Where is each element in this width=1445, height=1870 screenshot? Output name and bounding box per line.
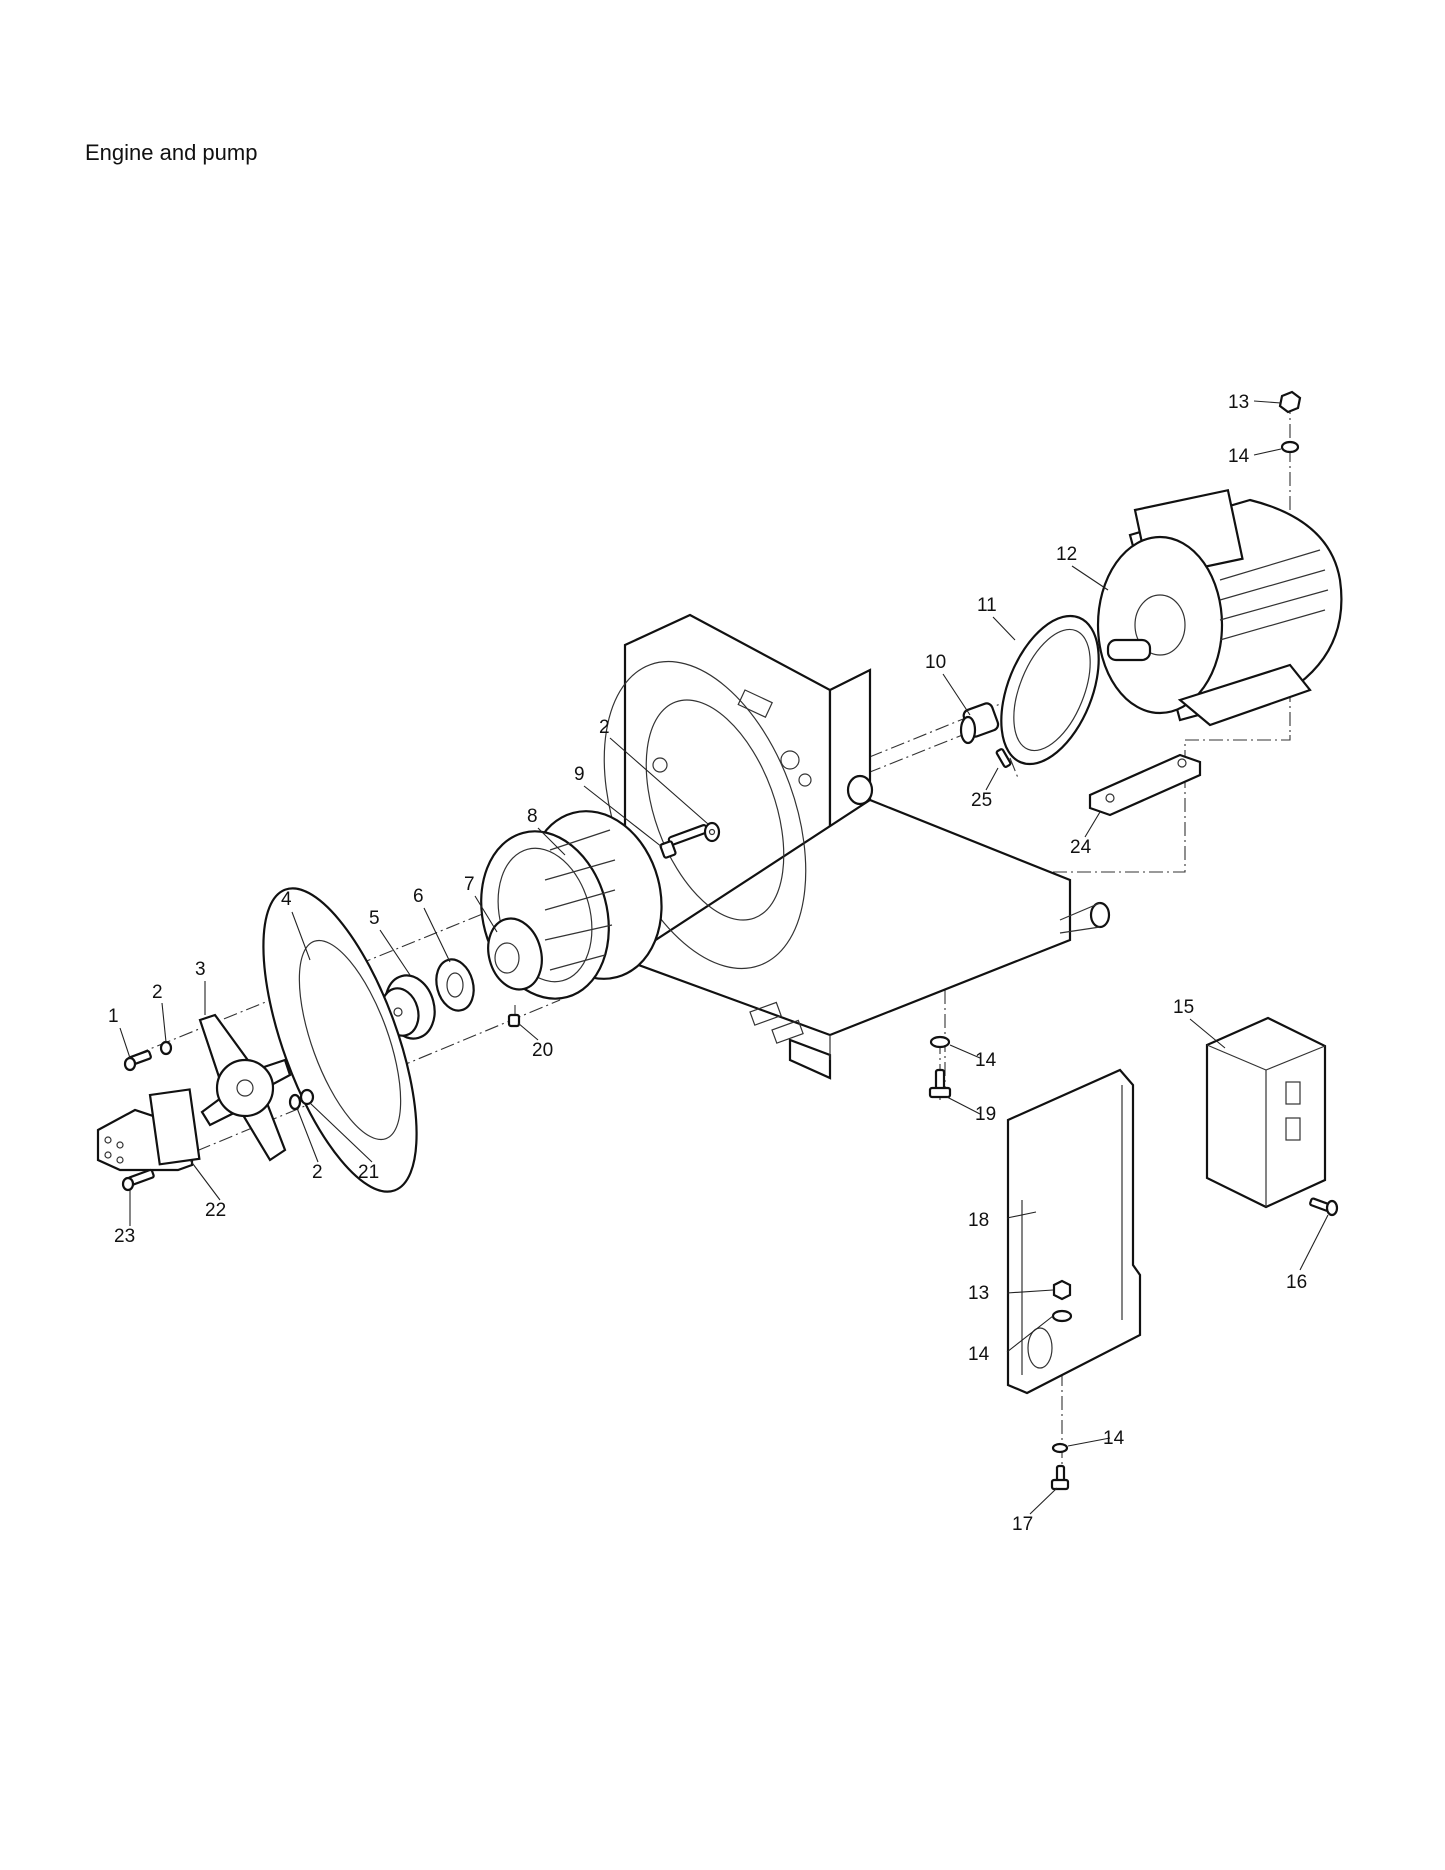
callout-23: 23	[114, 1226, 135, 1247]
part-14-washer-top	[1280, 440, 1300, 454]
part-2-washer-c	[288, 1093, 302, 1111]
part-1-cap-screw	[123, 1049, 152, 1072]
part-13-nut-panel	[1052, 1279, 1072, 1301]
part-22-hydraulic-pump	[96, 1088, 201, 1172]
part-12-electric-motor	[1096, 488, 1343, 727]
part-14-washer-b	[929, 1035, 951, 1049]
callout-8: 8	[527, 806, 538, 827]
part-25-pin	[995, 748, 1012, 768]
callout-25: 25	[971, 790, 992, 811]
part-20-set-screw	[507, 1013, 521, 1028]
callout-13a: 13	[1228, 392, 1249, 413]
page-title: Engine and pump	[85, 140, 258, 165]
part-24-spacer-bar	[1088, 753, 1202, 817]
leader-lines	[119, 400, 1329, 1515]
part-21-nut	[299, 1088, 315, 1106]
callout-9: 9	[574, 764, 585, 785]
callout-12: 12	[1056, 544, 1077, 565]
callout-2c: 2	[312, 1162, 323, 1183]
callout-16: 16	[1286, 1272, 1307, 1293]
part-9-bolt	[659, 824, 709, 859]
callout-21: 21	[358, 1162, 379, 1183]
callout-15: 15	[1173, 997, 1194, 1018]
callout-10: 10	[925, 652, 946, 673]
callout-24: 24	[1070, 837, 1092, 858]
callout-labels: 1 2 3 4 5 6 7 8 9 2 10 11 12 13 14 25 24…	[108, 392, 1307, 1535]
part-15-switch-box	[1205, 1016, 1327, 1209]
part-6-coupling-spider	[435, 958, 475, 1012]
callout-2a: 2	[152, 982, 163, 1003]
callout-14c: 14	[968, 1344, 990, 1365]
part-2-washer-a	[159, 1040, 173, 1056]
part-3-pump-flange	[198, 1013, 292, 1162]
callout-17: 17	[1012, 1514, 1033, 1535]
part-11-gasket	[1000, 614, 1100, 766]
part-4-gasket-plate	[262, 887, 418, 1193]
part-23-cap-screw	[121, 1168, 155, 1192]
callout-4: 4	[281, 889, 292, 910]
callout-7: 7	[464, 874, 475, 895]
part-7-coupling-hub	[487, 917, 543, 991]
callout-22: 22	[205, 1200, 226, 1221]
part-14-washer-panel	[1051, 1309, 1073, 1323]
part-13-nut-top	[1278, 390, 1302, 414]
part-18-side-panel	[1006, 1068, 1142, 1395]
part-17-bolt	[1050, 1464, 1070, 1491]
callout-1: 1	[108, 1006, 119, 1027]
callout-5: 5	[369, 908, 380, 929]
callout-3: 3	[195, 959, 206, 980]
part-10-sleeve	[959, 702, 1000, 745]
part-16-screw	[1309, 1197, 1339, 1217]
callout-19: 19	[975, 1104, 996, 1125]
part-14-washer-bottom	[1051, 1442, 1069, 1454]
callout-2b: 2	[599, 717, 610, 738]
callout-20: 20	[532, 1040, 553, 1061]
callout-13b: 13	[968, 1283, 989, 1304]
callout-11: 11	[977, 595, 997, 616]
callout-14d: 14	[1103, 1428, 1125, 1449]
callout-14a: 14	[1228, 446, 1250, 467]
part-19-bolt	[928, 1068, 952, 1099]
callout-18: 18	[968, 1210, 989, 1231]
callout-6: 6	[413, 886, 424, 907]
part-2-washer-b	[703, 821, 721, 843]
housing-frame	[603, 613, 1111, 1080]
callout-14b: 14	[975, 1050, 997, 1071]
